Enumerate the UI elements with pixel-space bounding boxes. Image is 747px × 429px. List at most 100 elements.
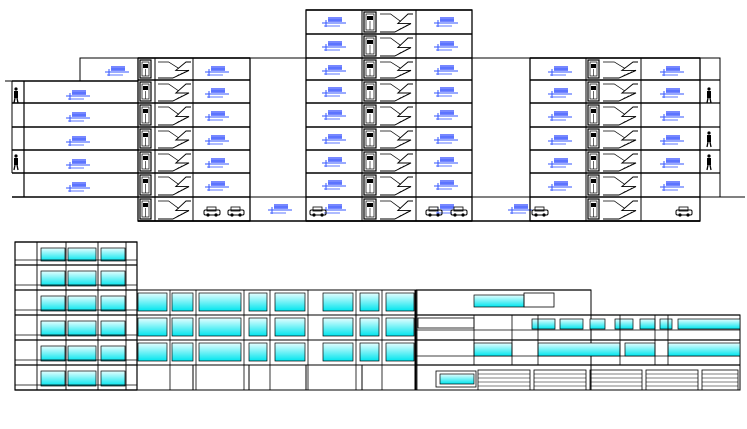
glazing-band [559, 318, 584, 330]
level-marker-icon [434, 134, 458, 144]
lift-shaft-icon [363, 104, 377, 126]
glazing-band [274, 317, 306, 337]
level-marker-icon [322, 157, 346, 167]
lift-shaft-icon [363, 151, 377, 172]
glazing-band [40, 247, 66, 262]
glazing-band [137, 342, 168, 362]
glazing-band [100, 270, 126, 287]
stair-flight-icon [158, 83, 191, 102]
lift-shaft-icon [139, 104, 152, 126]
louvre-panel [645, 369, 699, 391]
glazing-band [385, 317, 415, 337]
glazing-band [531, 318, 556, 330]
stair-flight-icon [603, 130, 638, 149]
level-marker-icon [66, 112, 90, 122]
lift-shaft-icon [139, 151, 152, 172]
level-marker-icon [508, 204, 532, 214]
entrance-frame [435, 370, 477, 388]
building-section-view [5, 9, 745, 222]
level-marker-icon [434, 110, 458, 120]
car-icon [450, 206, 468, 217]
glazing-band [67, 320, 97, 337]
glazing-band [677, 318, 741, 330]
level-marker-icon [548, 135, 572, 145]
glazing-band [639, 318, 656, 330]
glazing-band [359, 342, 380, 362]
level-marker-icon [660, 135, 684, 145]
lift-shaft-icon [587, 174, 600, 196]
level-marker-icon [548, 66, 572, 76]
glazing-band [589, 318, 606, 330]
louvre-panel [477, 369, 531, 391]
human-figure-icon [706, 131, 712, 148]
lift-shaft-icon [587, 81, 600, 102]
glazing-band [248, 292, 268, 312]
glazing-band [198, 317, 242, 337]
lift-shaft-icon [587, 198, 600, 220]
glazing-band [322, 292, 354, 312]
lift-shaft-icon [363, 59, 377, 79]
stair-flight-icon [603, 61, 638, 79]
level-marker-icon [434, 65, 458, 75]
lift-shaft-icon [139, 59, 152, 79]
building-elevation-view [14, 241, 741, 391]
glazing-band [67, 270, 97, 287]
level-marker-icon [268, 204, 292, 214]
glazing-band [667, 342, 741, 357]
glazing-band [67, 370, 97, 387]
glazing-band [171, 342, 194, 362]
level-marker-icon [322, 134, 346, 144]
lift-shaft-icon [139, 174, 152, 196]
car-icon [531, 206, 549, 217]
stair-flight-icon [158, 153, 191, 172]
level-marker-icon [660, 111, 684, 121]
car-icon [203, 206, 221, 217]
glazing-band [439, 373, 475, 385]
level-marker-icon [548, 181, 572, 191]
glazing-band [322, 342, 354, 362]
level-marker-icon [66, 136, 90, 146]
level-marker-icon [322, 65, 346, 75]
stair-flight-icon [158, 176, 191, 196]
glazing-band [198, 292, 242, 312]
stair-flight-icon [380, 130, 413, 149]
level-marker-icon [322, 87, 346, 97]
lift-shaft-icon [139, 128, 152, 149]
lift-shaft-icon [139, 81, 152, 102]
glazing-band [198, 342, 242, 362]
level-marker-icon [205, 66, 229, 76]
car-icon [309, 206, 327, 217]
lift-shaft-icon [363, 128, 377, 149]
level-marker-icon [205, 88, 229, 98]
stair-flight-icon [380, 153, 413, 172]
glazing-band [473, 294, 525, 308]
lift-shaft-icon [587, 151, 600, 172]
human-figure-icon [706, 87, 712, 104]
glazing-band [100, 320, 126, 337]
level-marker-icon [434, 87, 458, 97]
level-marker-icon [322, 180, 346, 190]
glazing-band [359, 292, 380, 312]
louvre-panel [533, 369, 587, 391]
glazing-band [40, 370, 66, 387]
stair-flight-icon [603, 83, 638, 102]
car-icon [227, 206, 245, 217]
stair-flight-icon [158, 106, 191, 126]
stair-flight-icon [603, 153, 638, 172]
louvre-panel [701, 369, 739, 391]
level-marker-icon [548, 158, 572, 168]
level-marker-icon [548, 111, 572, 121]
level-marker-icon [660, 88, 684, 98]
glazing-band [171, 317, 194, 337]
human-figure-icon [13, 87, 19, 104]
human-figure-icon [706, 154, 712, 171]
glazing-band [659, 318, 673, 330]
glazing-band [67, 345, 97, 362]
level-marker-icon [205, 158, 229, 168]
elevation-left-tower [14, 241, 138, 391]
glazing-band [385, 342, 415, 362]
louvre-panel [589, 369, 643, 391]
level-marker-icon [660, 66, 684, 76]
glazing-band [274, 342, 306, 362]
